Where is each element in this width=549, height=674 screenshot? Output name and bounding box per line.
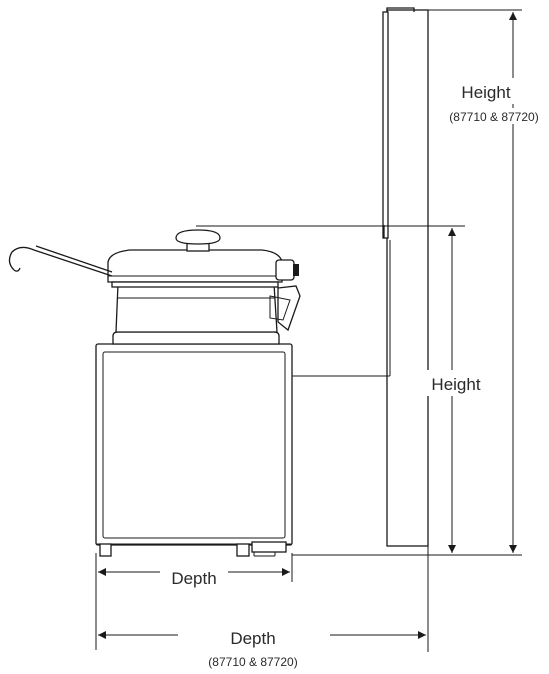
- label-height-base: Height: [431, 375, 480, 394]
- soup-kettle: [107, 229, 301, 345]
- label-depth-overall: Depth: [230, 629, 275, 648]
- warmer-base: [95, 343, 293, 557]
- label-depth-base: Depth: [171, 569, 216, 588]
- extension-lines: [95, 9, 522, 652]
- label-depth-overall-models: (87710 & 87720): [208, 655, 297, 669]
- back-panel: [292, 7, 429, 547]
- ladle: [8, 245, 113, 277]
- label-height-overall: Height: [461, 83, 510, 102]
- label-height-overall-models: (87710 & 87720): [449, 110, 538, 124]
